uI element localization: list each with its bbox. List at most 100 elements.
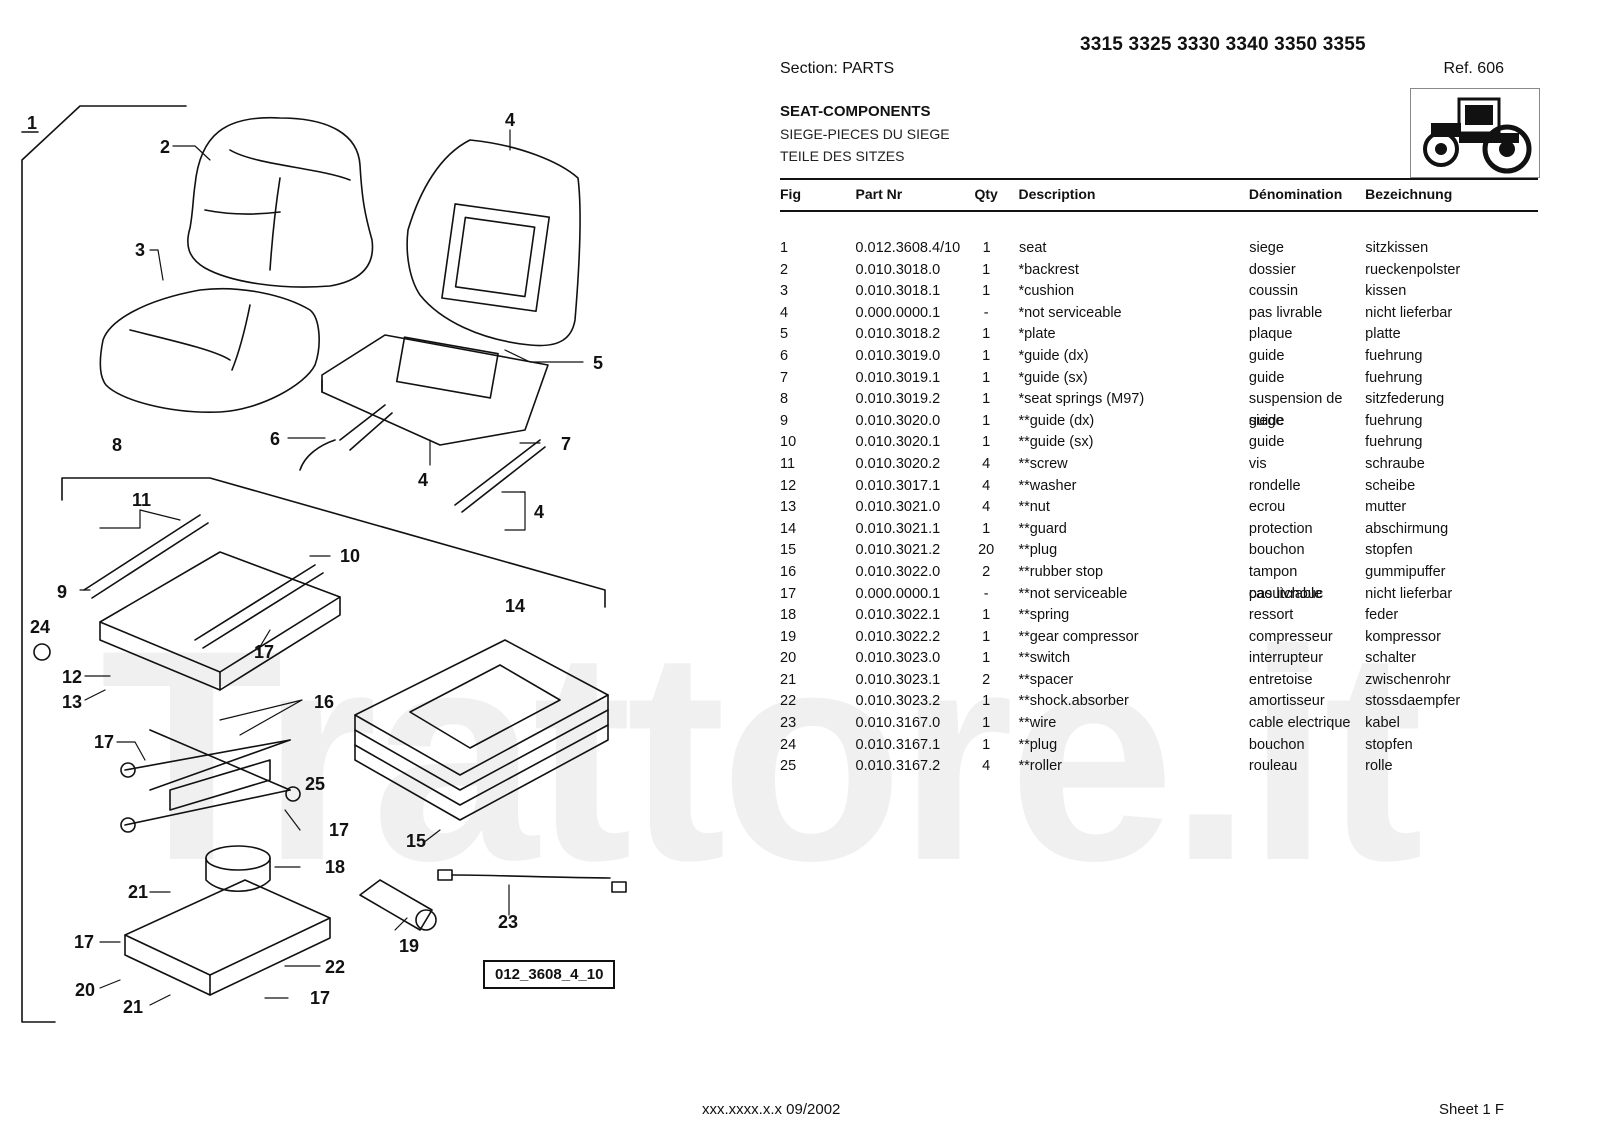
cell-qty: 1 — [982, 650, 991, 667]
callout-24: 24 — [30, 617, 51, 637]
cell-denomination: tampon caoutchouc — [1248, 563, 1324, 602]
cell-part-nr: 0.012.3608.4/10 — [855, 240, 961, 256]
cell-qty: 1 — [982, 283, 991, 300]
cell-denomination: bouchon — [1248, 542, 1305, 559]
compressor-part — [359, 879, 437, 931]
cell-description: **guide (dx) — [1018, 412, 1095, 429]
cell-fig: 21 — [780, 671, 797, 688]
cell-denomination: suspension de siege — [1248, 391, 1343, 429]
cell-fig: 24 — [780, 736, 797, 753]
cell-part-nr: 0.010.3017.1 — [855, 477, 941, 494]
cell-fig: 6 — [780, 347, 789, 364]
callout-4-guide: 4 — [534, 502, 545, 522]
header-description: Description — [1018, 186, 1096, 202]
cell-description: *cushion — [1018, 283, 1075, 300]
cell-description: **wire — [1018, 715, 1057, 732]
cell-part-nr: 0.010.3022.1 — [855, 607, 941, 624]
cell-bezeichnung: fuehrung — [1365, 434, 1423, 451]
cell-part-nr: 0.010.3020.0 — [855, 412, 941, 429]
callout-8: 8 — [112, 435, 123, 455]
cell-qty: 4 — [982, 455, 991, 472]
cell-part-nr: 0.010.3018.1 — [855, 283, 941, 300]
callout-22: 22 — [325, 957, 346, 977]
callout-4-seat-pan: 4 — [505, 110, 516, 130]
cell-denomination: guide — [1248, 369, 1285, 386]
cell-denomination: guide — [1248, 434, 1285, 451]
cell-description: **plug — [1018, 736, 1058, 753]
cell-description: **guard — [1018, 520, 1067, 537]
callout-18: 18 — [325, 857, 346, 877]
callout-13: 13 — [62, 692, 83, 712]
tractor-thumbnail — [1410, 88, 1540, 178]
cell-fig: 23 — [780, 715, 797, 732]
cell-denomination: coussin — [1248, 283, 1299, 300]
cell-description: **rubber stop — [1018, 563, 1104, 580]
table-row: 3 0.010.3018.1 1 *cushion coussin kissen — [780, 281, 1538, 303]
cell-part-nr: 0.010.3020.2 — [855, 455, 941, 472]
title-german: TEILE DES SITZES — [780, 148, 905, 164]
cell-qty: - — [983, 304, 989, 321]
cell-description: **nut — [1018, 499, 1050, 516]
callout-17-roller: 17 — [329, 820, 350, 840]
cell-part-nr: 0.010.3021.2 — [855, 542, 941, 559]
header-denomination: Dénomination — [1248, 186, 1343, 202]
cell-fig: 4 — [780, 304, 789, 321]
cell-qty: 20 — [978, 542, 995, 559]
cell-bezeichnung: kissen — [1365, 283, 1407, 300]
cell-denomination: ressort — [1248, 607, 1294, 624]
header-fig: Fig — [780, 186, 801, 202]
cell-denomination: ecrou — [1248, 499, 1286, 516]
cell-qty: 1 — [982, 412, 991, 429]
cell-bezeichnung: abschirmung — [1365, 520, 1449, 537]
callout-17-base: 17 — [74, 932, 95, 952]
cell-fig: 20 — [780, 650, 797, 667]
cell-fig: 3 — [780, 283, 789, 300]
backrest-part — [187, 116, 374, 288]
scissor-mechanism — [120, 729, 301, 833]
cell-qty: 1 — [982, 347, 991, 364]
cell-part-nr: 0.010.3023.2 — [855, 693, 941, 710]
cell-fig: 17 — [780, 585, 797, 602]
cell-bezeichnung: nicht lieferbar — [1365, 585, 1453, 602]
callout-21-bottom: 21 — [123, 997, 144, 1017]
cell-bezeichnung: kompressor — [1365, 628, 1441, 645]
model-list: 3315 3325 3330 3340 3350 3355 — [1080, 34, 1366, 55]
cell-part-nr: 0.010.3167.2 — [855, 758, 941, 775]
callout-19: 19 — [399, 936, 420, 956]
cell-description: **shock.absorber — [1018, 693, 1129, 710]
cell-part-nr: 0.010.3022.2 — [855, 628, 941, 645]
callout-7: 7 — [561, 434, 572, 454]
callout-1: 1 — [27, 113, 38, 133]
callout-12: 12 — [62, 667, 83, 687]
cell-description: *guide (dx) — [1018, 347, 1089, 364]
cell-qty: - — [983, 585, 989, 602]
cell-qty: 4 — [982, 477, 991, 494]
drawing-reference-box: 012_3608_4_10 — [483, 960, 616, 989]
cell-fig: 13 — [780, 499, 797, 516]
callout-5: 5 — [593, 353, 604, 373]
cell-fig: 9 — [780, 412, 789, 429]
callout-9: 9 — [57, 582, 68, 602]
cell-part-nr: 0.010.3023.1 — [855, 671, 941, 688]
cell-fig: 7 — [780, 369, 789, 386]
cell-fig: 11 — [780, 455, 796, 472]
cell-qty: 2 — [982, 563, 991, 580]
base-frame — [124, 879, 331, 996]
cell-bezeichnung: kabel — [1365, 715, 1400, 732]
cell-fig: 18 — [780, 607, 797, 624]
cell-part-nr: 0.010.3021.1 — [855, 520, 941, 537]
cell-part-nr: 0.010.3167.0 — [855, 715, 941, 732]
cell-bezeichnung: schraube — [1365, 455, 1425, 472]
section-label: Section: PARTS — [780, 60, 895, 77]
callout-11: 11 — [132, 490, 152, 510]
cell-description: **not serviceable — [1018, 585, 1128, 602]
cell-denomination: pas livrable — [1248, 304, 1323, 321]
